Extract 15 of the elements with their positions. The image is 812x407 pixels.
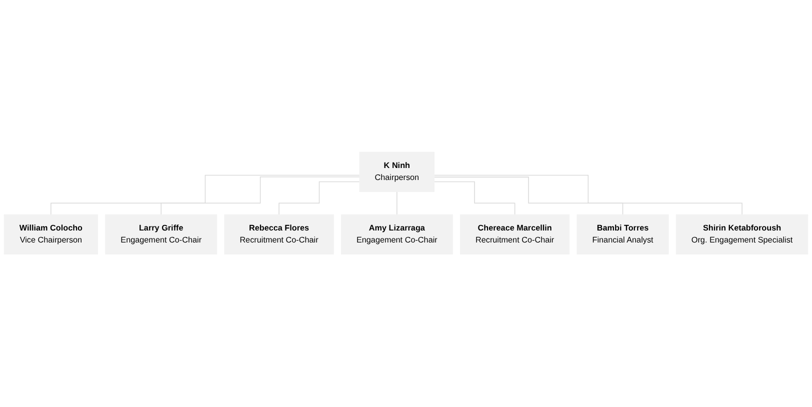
connector xyxy=(396,192,398,216)
node-box: Larry Griffe Engagement Co-Chair xyxy=(105,214,218,255)
node-box: William Colocho Vice Chairperson xyxy=(4,214,98,255)
node-box: Bambi Torres Financial Analyst xyxy=(576,214,669,255)
connector xyxy=(434,177,624,216)
connector xyxy=(160,176,360,216)
node-box: Rebecca Flores Recruitment Co-Chair xyxy=(224,214,334,255)
node-box: Amy Lizarraga Engagement Co-Chair xyxy=(340,214,453,255)
node-box: Shirin Ketabforoush Org. Engagement Specialist xyxy=(676,214,808,255)
connector xyxy=(434,182,516,216)
connector xyxy=(50,175,360,216)
connector xyxy=(434,175,742,216)
node-box: Chereace Marcellin Recruitment Co-Chair xyxy=(460,214,570,255)
connector xyxy=(278,182,360,216)
node-box: K Ninh Chairperson xyxy=(359,152,435,192)
